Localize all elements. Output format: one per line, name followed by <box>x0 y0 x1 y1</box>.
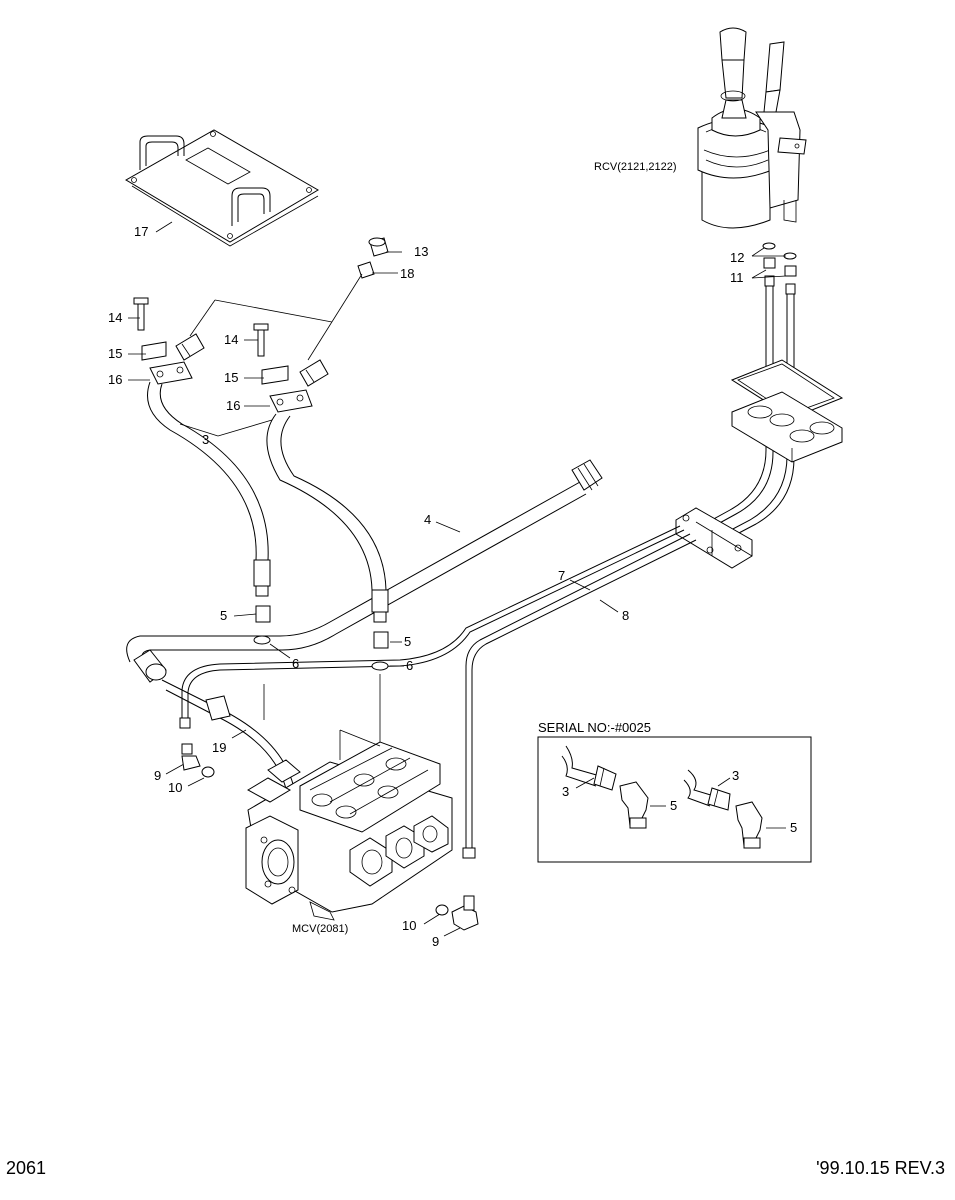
hose-3-right <box>266 359 389 623</box>
part-5-label: 5 <box>220 608 227 623</box>
main-control-valve <box>245 729 453 921</box>
part-6-label: 6 <box>292 656 299 671</box>
part-19-label: 19 <box>212 740 226 755</box>
part-9-label-lower: 9 <box>432 934 439 949</box>
part-5-label-right: 5 <box>404 634 411 649</box>
revision-stamp: '99.10.15 REV.3 <box>816 1158 945 1178</box>
part-16-label-right: 16 <box>226 398 240 413</box>
inset-part-5-label: 5 <box>670 798 677 813</box>
part-12-label: 12 <box>730 250 744 265</box>
part-7-label: 7 <box>558 568 565 583</box>
part-14-label: 14 <box>108 310 122 325</box>
part-14-label-right: 14 <box>224 332 238 347</box>
inset-part-3-label: 3 <box>562 784 569 799</box>
tube-clamp-block <box>675 507 753 569</box>
part-4-label: 4 <box>424 512 431 527</box>
part-10-label-lower: 10 <box>402 918 416 933</box>
inset-part-5-label-right: 5 <box>790 820 797 835</box>
serial-label: SERIAL NO:-#0025 <box>538 720 651 735</box>
fittings-9-10 <box>181 743 479 931</box>
mcv-label: MCV(2081) <box>292 923 348 935</box>
clamp-assembly-right <box>253 323 313 413</box>
part-11-label: 11 <box>730 270 744 285</box>
hose-4 <box>126 459 603 683</box>
rcv-port-fittings <box>762 242 797 295</box>
page-number: 2061 <box>6 1158 47 1178</box>
part-3-label: 3 <box>202 432 209 447</box>
fittings-13-18 <box>357 237 389 279</box>
part-9-label: 9 <box>154 768 161 783</box>
part-13-label: 13 <box>414 244 428 259</box>
serial-inset <box>537 736 812 863</box>
part-6-label-right: 6 <box>406 658 413 673</box>
clamp-assembly-left <box>133 297 193 385</box>
part-16-label: 16 <box>108 372 122 387</box>
remote-control-valve <box>697 27 807 229</box>
inset-part-3-label-right: 3 <box>732 768 739 783</box>
part-15-label: 15 <box>108 346 122 361</box>
leader-lines <box>128 221 787 937</box>
gasket-plates <box>730 359 844 463</box>
part-17-label: 17 <box>134 224 148 239</box>
rcv-label: RCV(2121,2122) <box>594 161 677 173</box>
part-18-label: 18 <box>400 266 414 281</box>
hose-3-left <box>147 333 271 597</box>
part-10-label: 10 <box>168 780 182 795</box>
bracket-plate <box>125 129 319 247</box>
fittings-5-orings-6 <box>253 605 389 671</box>
part-15-label-right: 15 <box>224 370 238 385</box>
part-8-label: 8 <box>622 608 629 623</box>
